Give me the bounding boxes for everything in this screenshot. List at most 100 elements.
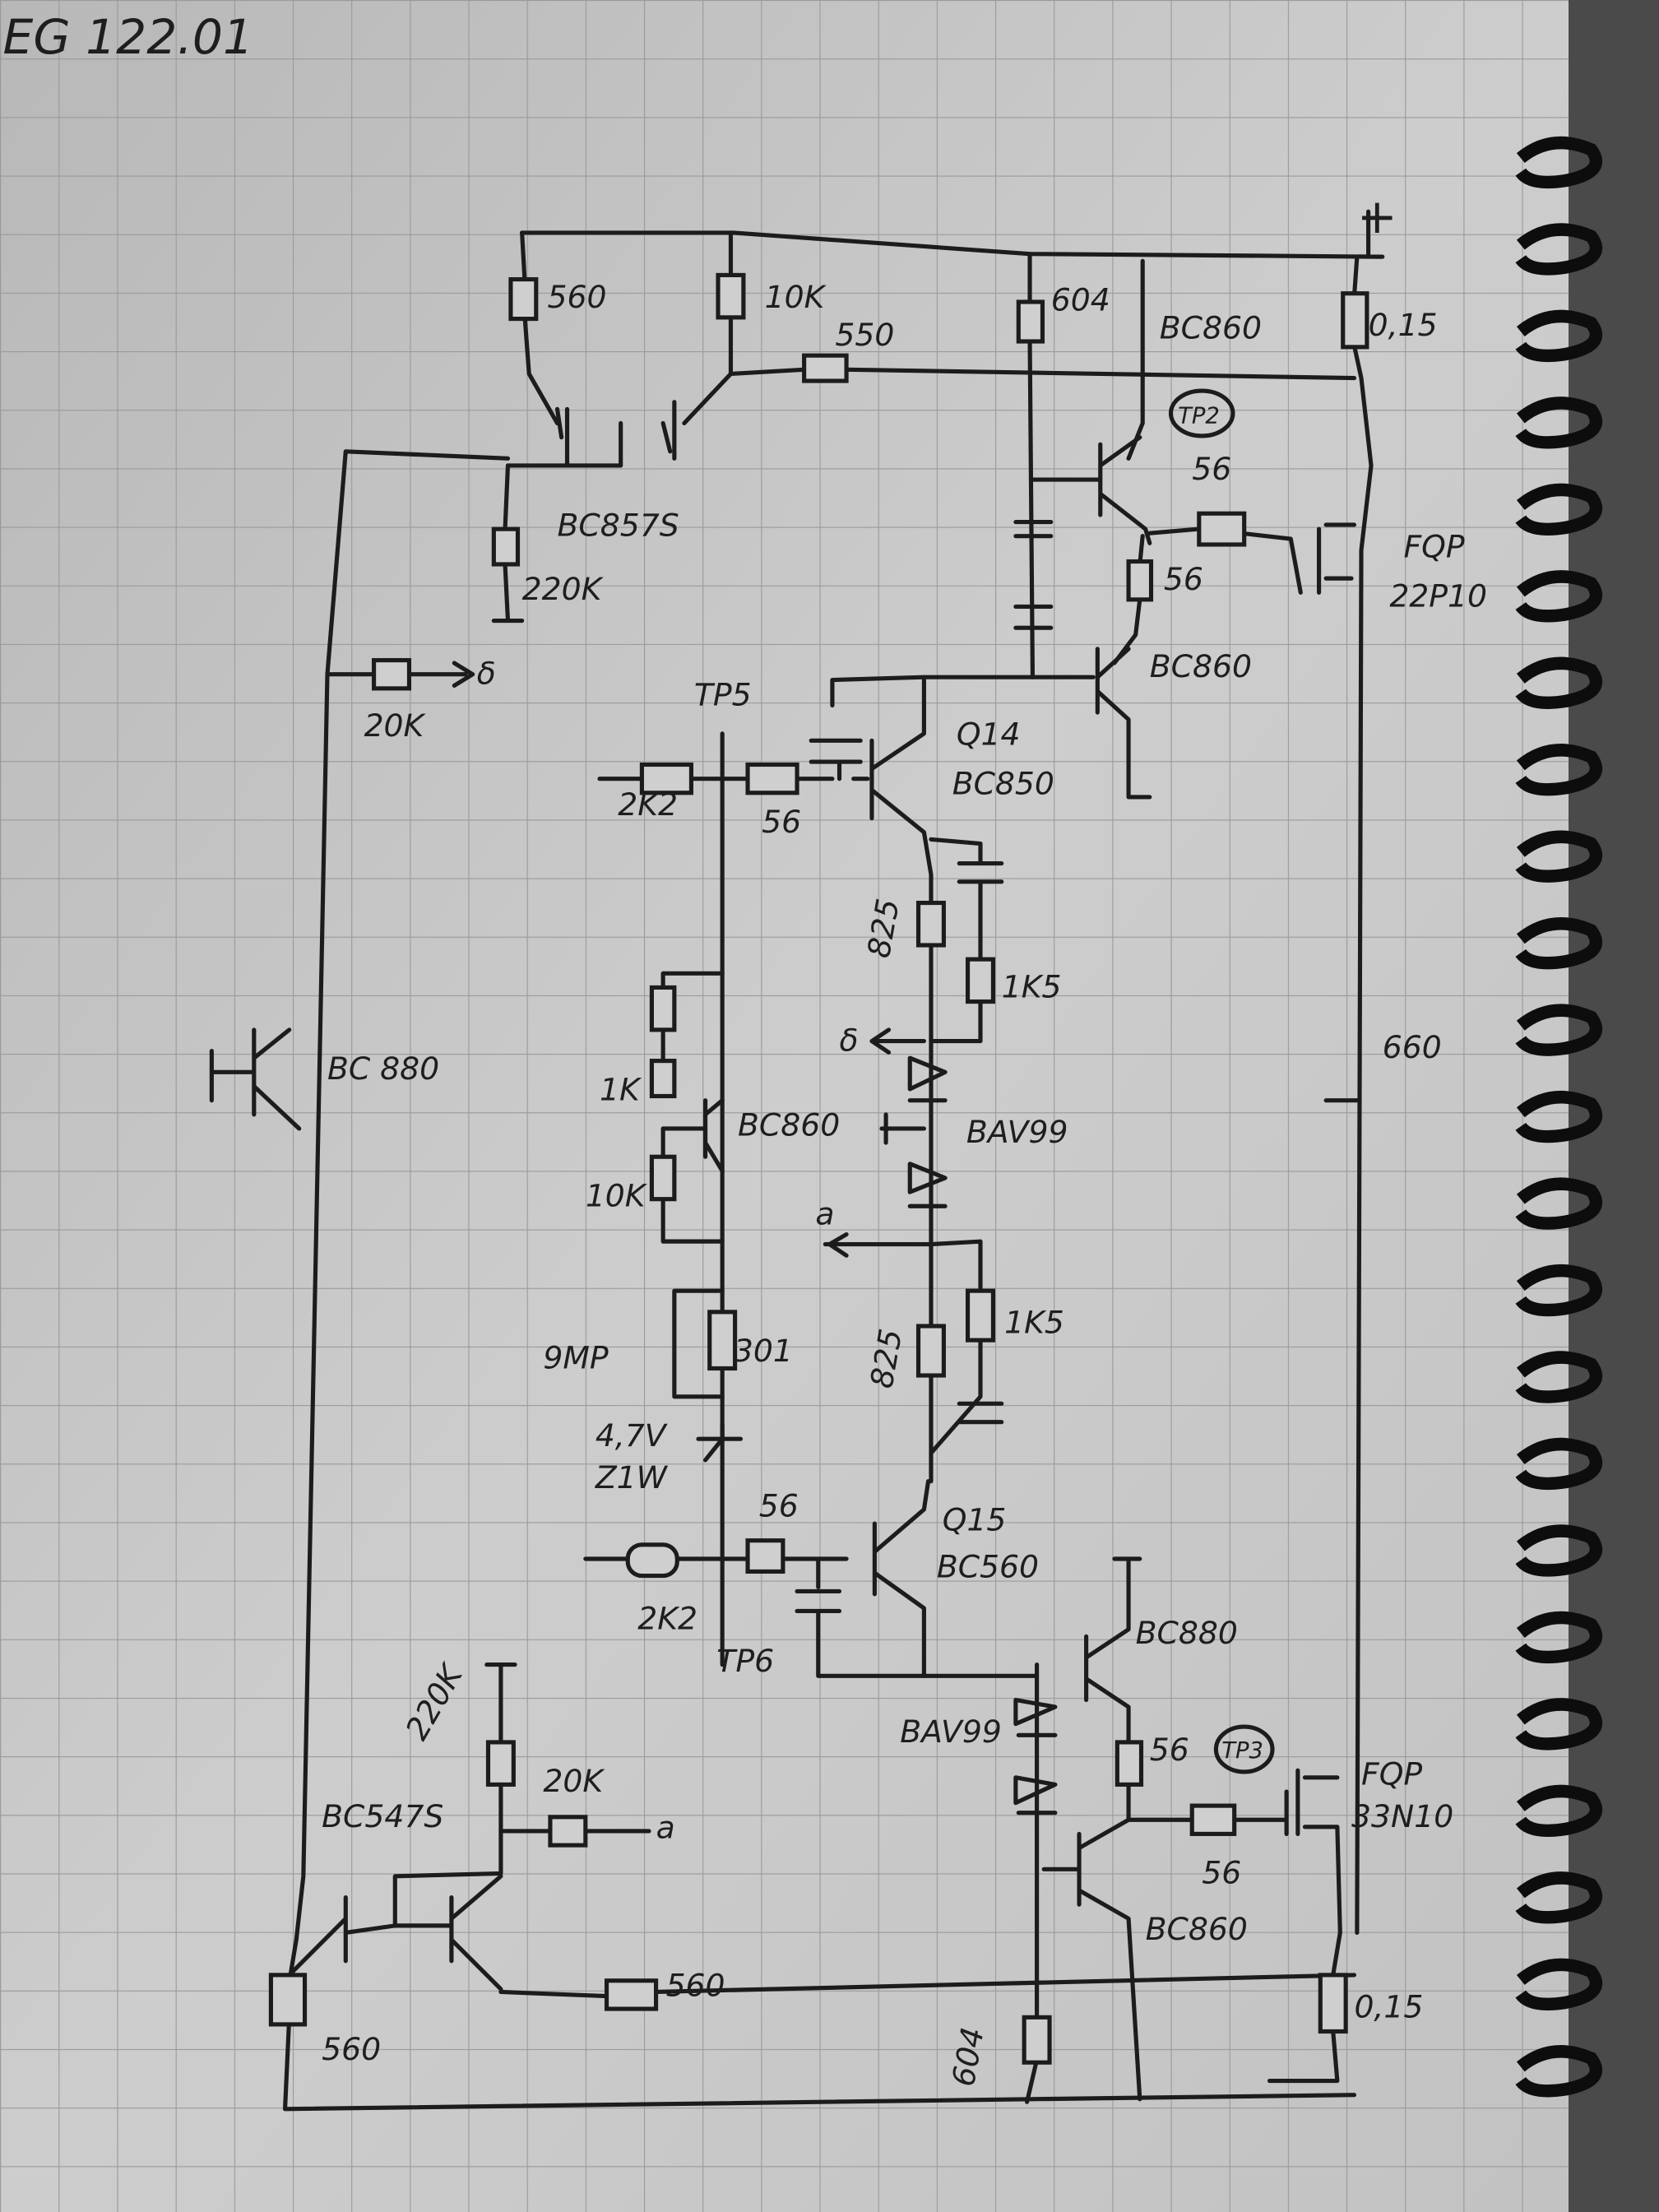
component-labels: + 560 10K 550 604 BC860 0,15 TP2 56 56 F… [322, 188, 1487, 2089]
resistor-015-bot [1318, 1973, 1348, 2034]
resistor-560-mid [604, 1978, 659, 2011]
label-r-1k5-bot: 1K5 [1004, 1305, 1064, 1341]
label-d-bav99-bot: BAV99 [900, 1713, 1002, 1750]
label-r-56-q15: 56 [759, 1488, 799, 1524]
label-tp5: TP5 [694, 676, 752, 712]
label-r-015-top: 0,15 [1369, 307, 1438, 343]
resistor-825-bot [915, 1324, 946, 1378]
label-tp2: TP2 [1178, 403, 1220, 429]
label-r-56-b: 56 [1164, 561, 1203, 597]
label-r-2k2-top: 2K2 [618, 786, 678, 823]
label-trim-9mp: 9MP [543, 1339, 609, 1375]
spiral-ring [1515, 744, 1602, 796]
label-plus: + [1357, 188, 1397, 244]
label-tp3: TP3 [1221, 1738, 1263, 1764]
resistors [268, 272, 1369, 2065]
spiral-ring [1515, 396, 1602, 449]
label-r-604-top: 604 [1051, 281, 1110, 318]
label-fqp-top: FQP [1403, 528, 1464, 564]
label-r-560-mid: 560 [666, 1968, 725, 2004]
spiral-ring [1515, 1004, 1602, 1056]
resistor-220k-bot [485, 1740, 516, 1787]
resistor-20k-left [372, 658, 412, 691]
label-r-220k-top: 220K [522, 571, 605, 607]
label-r-56-gate: 56 [1202, 1854, 1241, 1890]
resistor-1k5-bot [965, 1288, 996, 1343]
resistor-56-emitter [1126, 559, 1154, 602]
tp3-circle [1213, 1724, 1275, 1774]
label-q-bc880-bot: BC880 [1136, 1615, 1238, 1651]
label-q14-part: BC850 [952, 766, 1054, 802]
resistor-2k2-top [639, 762, 694, 795]
resistor-56-gate-top [1197, 511, 1247, 547]
label-fqp-bot: FQP [1361, 1755, 1422, 1792]
label-r-56-tp2: 56 [1192, 451, 1231, 487]
wires [209, 209, 1385, 2112]
resistor-825-top [915, 900, 946, 948]
label-r-660: 660 [1383, 1029, 1442, 1065]
spiral-ring [1515, 917, 1602, 970]
label-q-bc880-left: BC 880 [327, 1050, 439, 1087]
test-points [1168, 388, 1275, 1774]
page-title: EG 122.01 [3, 9, 254, 65]
label-q-bc547s: BC547S [322, 1798, 443, 1834]
spiral-ring [1515, 1437, 1602, 1491]
resistor-20k-bot [548, 1815, 588, 1848]
spiral-ring [1515, 1958, 1602, 2010]
resistor-56-q15 [745, 1538, 785, 1574]
label-delta-in: δ [840, 1023, 859, 1059]
spiral-ring [1515, 2045, 1602, 2098]
resistor-015-top [1341, 291, 1369, 350]
label-fqp-bot-part: 33N10 [1351, 1798, 1453, 1834]
resistor-301 [707, 1310, 738, 1371]
spiral-ring [1515, 1524, 1602, 1577]
spiral-ring [1515, 656, 1602, 709]
resistor-10k-top [716, 272, 746, 320]
resistor-604-bot [1022, 2015, 1052, 2065]
label-r-560-bot: 560 [322, 2031, 381, 2067]
resistor-56-gate-bot [1189, 1803, 1237, 1836]
spiral-ring [1515, 483, 1602, 536]
resistor-560-bot [268, 1973, 308, 2027]
resistor-2k2-bot [625, 1542, 679, 1579]
resistor-550 [802, 353, 849, 383]
spiral-ring [1515, 136, 1602, 189]
label-r-015-bot: 0,15 [1354, 1988, 1423, 2024]
label-q15: Q15 [943, 1502, 1007, 1538]
spiral-ring [1515, 1611, 1602, 1664]
spiral-binding [1515, 136, 1602, 2098]
spiral-ring [1515, 1698, 1602, 1751]
resistor-trim-vbe [649, 985, 677, 1032]
spiral-ring [1515, 223, 1602, 276]
label-zener-v: 4,7V [595, 1417, 668, 1454]
resistor-1k5-top [965, 957, 996, 1004]
label-fqp-top-part: 22P10 [1389, 577, 1487, 614]
spiral-ring [1515, 1784, 1602, 1838]
spiral-ring [1515, 1351, 1602, 1403]
label-q-bc857s: BC857S [558, 508, 679, 544]
label-r-550: 550 [835, 317, 894, 353]
label-delta-out: δ [477, 656, 496, 692]
label-tp6: TP6 [716, 1643, 774, 1679]
resistor-220k-top [491, 526, 521, 567]
spiral-ring [1515, 1871, 1602, 1924]
label-r-2k2-bot: 2K2 [637, 1601, 697, 1637]
resistor-56-tp3 [1114, 1740, 1144, 1787]
label-a-out: a [815, 1196, 834, 1232]
label-r-10k-top: 10K [765, 279, 827, 315]
resistor-560-top [508, 276, 539, 322]
label-r-1k: 1K [600, 1072, 642, 1108]
label-q-bc860-top: BC860 [1160, 310, 1262, 346]
label-r-20k-left: 20K [364, 707, 427, 744]
spiral-ring [1515, 1264, 1602, 1317]
resistor-604-top [1016, 299, 1045, 344]
label-q-bc860-vbe: BC860 [738, 1107, 840, 1143]
label-r-56-tp3: 56 [1150, 1732, 1189, 1768]
spiral-ring [1515, 309, 1602, 363]
label-q15-part: BC560 [937, 1548, 1039, 1584]
label-r-1k5-top: 1K5 [1002, 968, 1062, 1004]
label-r-301: 301 [734, 1333, 793, 1369]
label-d-bav99-top: BAV99 [966, 1114, 1068, 1150]
